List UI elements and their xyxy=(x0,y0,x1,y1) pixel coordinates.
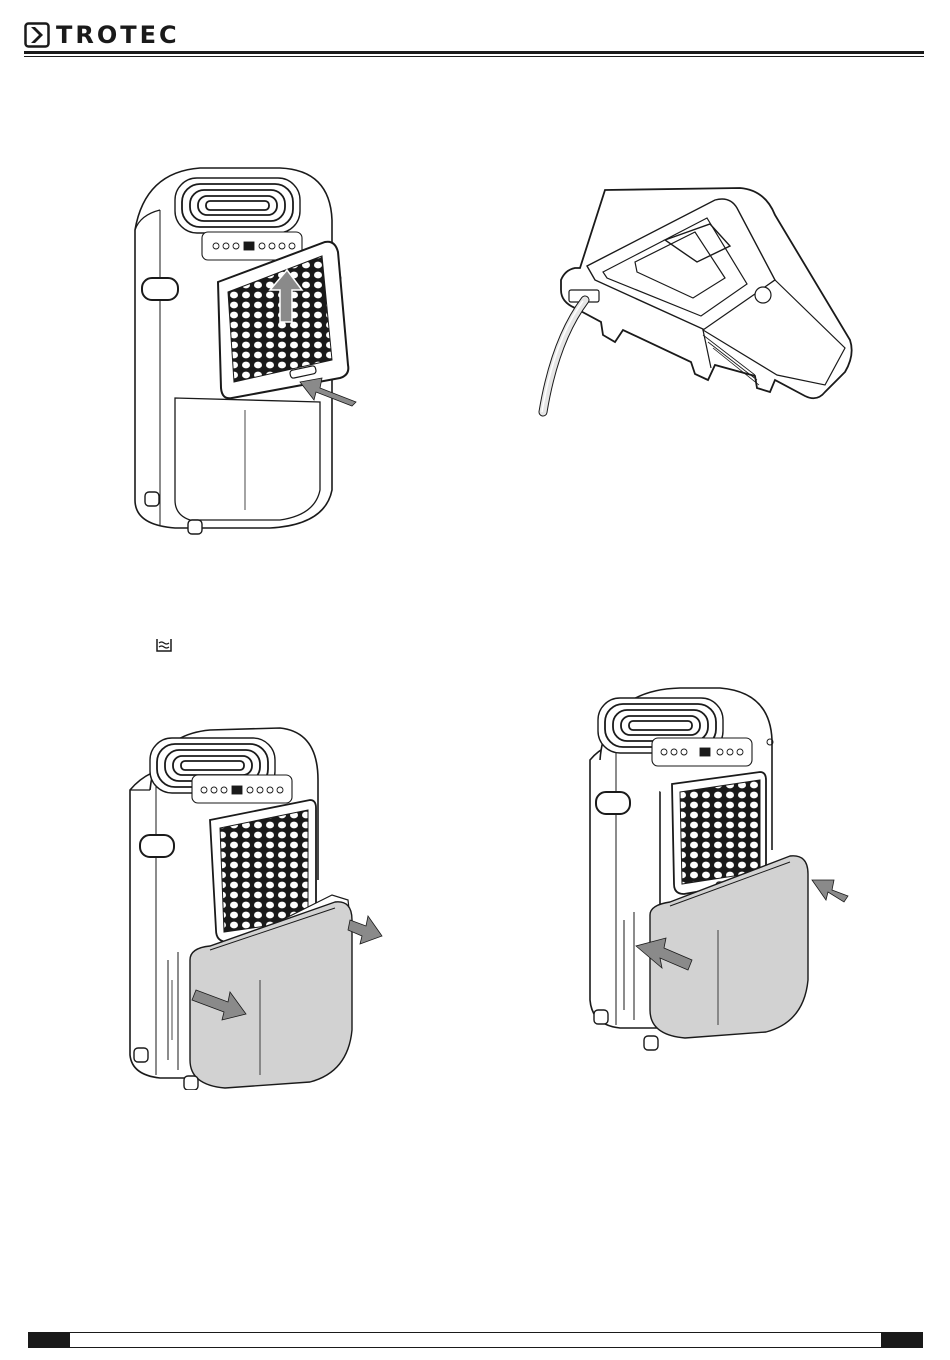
page-footer xyxy=(28,1332,923,1348)
footer-block-right xyxy=(881,1332,923,1348)
footer-block-left xyxy=(28,1332,70,1348)
header-rule xyxy=(24,51,924,54)
figure-tank-insertion xyxy=(580,680,860,1060)
brand-name: TROTEC xyxy=(56,22,180,48)
header-rule-thin xyxy=(24,56,924,57)
figure-tank-removal xyxy=(120,680,390,1090)
figure-tank-drain-hose xyxy=(525,180,855,420)
figure-filter-removal xyxy=(120,160,360,540)
page-header: TROTEC xyxy=(24,20,924,56)
water-tank-full-icon xyxy=(156,638,172,652)
brand-logo: TROTEC xyxy=(24,22,180,48)
trotec-chevron-logo-icon xyxy=(24,22,50,48)
footer-bar xyxy=(28,1332,923,1348)
